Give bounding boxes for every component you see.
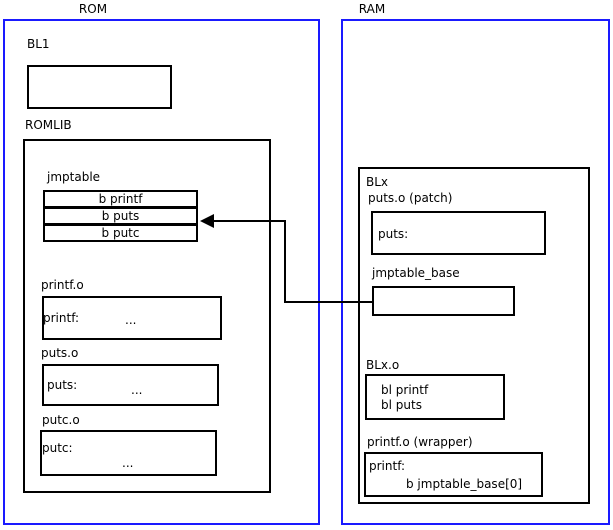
- jmptable-row-putc: b putc: [43, 224, 198, 242]
- blx-o-box: [365, 374, 505, 420]
- puts-patch-box: [371, 211, 546, 255]
- connector-arrowhead-icon: [200, 214, 214, 228]
- printf-wrapper-label: printf.o (wrapper): [367, 435, 473, 449]
- connector-segment-vertical: [284, 220, 286, 303]
- printf-o-body: ...: [125, 313, 137, 327]
- puts-patch-label: puts.o (patch): [368, 191, 453, 205]
- putc-o-box: [40, 430, 217, 476]
- rom-region: [3, 19, 320, 525]
- jmptable-label: jmptable: [47, 170, 101, 184]
- puts-patch-symbol: puts:: [378, 227, 409, 241]
- printf-wrapper-symbol: printf:: [369, 459, 406, 473]
- connector-segment-horizontal-upper: [214, 220, 286, 222]
- putc-o-label: putc.o: [42, 413, 80, 427]
- putc-o-symbol: putc:: [42, 441, 73, 455]
- printf-o-label: printf.o: [41, 278, 84, 292]
- puts-o-symbol: puts:: [47, 378, 78, 392]
- ram-region-title: RAM: [358, 2, 386, 16]
- jmptable-row-printf: b printf: [43, 190, 198, 208]
- printf-o-box: [42, 296, 222, 340]
- printf-o-symbol: printf:: [43, 311, 80, 325]
- jmptable-base-label: jmptable_base: [372, 266, 460, 280]
- jmptable-base-box: [372, 286, 515, 316]
- bl1-box: [27, 65, 172, 109]
- blx-label: BLx: [366, 175, 389, 189]
- ram-region: [341, 19, 610, 525]
- connector-segment-horizontal-lower: [284, 301, 374, 303]
- blx-o-label: BLx.o: [366, 358, 400, 372]
- bl1-label: BL1: [27, 37, 50, 51]
- puts-o-box: [42, 364, 219, 406]
- blx-o-line-bl-printf: bl printf: [381, 383, 429, 397]
- rom-region-title: ROM: [78, 2, 108, 16]
- jmptable-row-puts: b puts: [43, 207, 198, 225]
- blx-o-line-bl-puts: bl puts: [381, 398, 422, 412]
- printf-wrapper-branch: b jmptable_base[0]: [406, 477, 523, 491]
- puts-o-body: ...: [131, 383, 143, 397]
- putc-o-body: ...: [122, 456, 134, 470]
- puts-o-label: puts.o: [41, 346, 79, 360]
- romlib-label: ROMLIB: [25, 118, 72, 132]
- printf-wrapper-box: [364, 452, 543, 497]
